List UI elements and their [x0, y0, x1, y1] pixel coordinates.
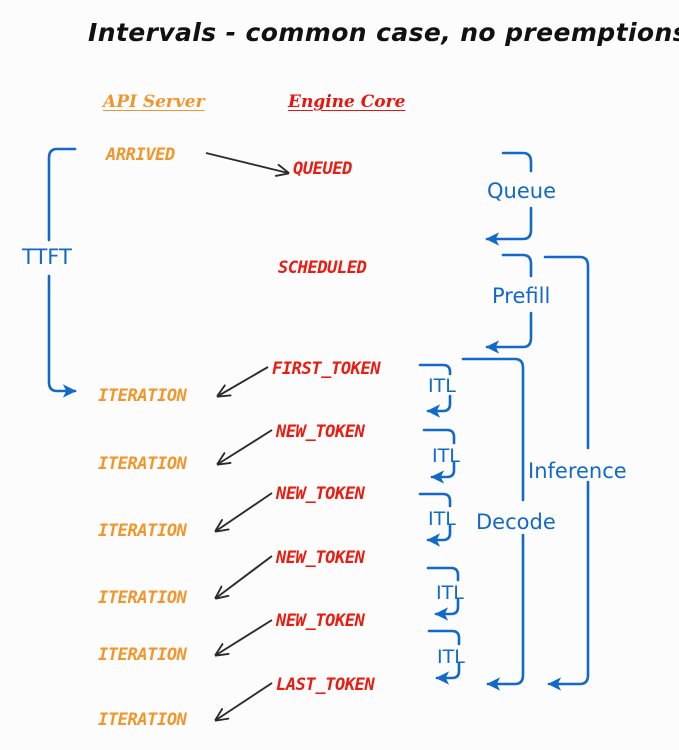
interval-label-itl-1: ITL — [428, 375, 456, 397]
interval-label-itl-5: ITL — [437, 646, 465, 668]
state-new-token-4: NEW_TOKEN — [276, 611, 365, 631]
state-iteration-4: ITERATION — [98, 588, 187, 608]
state-iteration-1: ITERATION — [98, 386, 187, 406]
state-last-token: LAST_TOKEN — [276, 675, 375, 695]
state-iteration-3: ITERATION — [98, 521, 187, 541]
state-new-token-3: NEW_TOKEN — [276, 548, 365, 568]
state-first-token: FIRST_TOKEN — [272, 359, 381, 379]
interval-label-itl-4: ITL — [436, 582, 464, 604]
interval-label-itl-3: ITL — [428, 508, 456, 530]
interval-bracket-decode — [461, 357, 525, 691]
arrow-new-token-2-to-iteration-3 — [216, 492, 273, 531]
state-new-token-2: NEW_TOKEN — [276, 484, 365, 504]
column-header-engine-core: Engine Core — [288, 92, 406, 112]
interval-label-prefill: Prefill — [492, 284, 551, 308]
interval-bracket-itl-3 — [418, 492, 452, 547]
interval-bracket-queue — [485, 151, 533, 246]
interval-label-decode: Decode — [476, 510, 556, 534]
interval-bracket-itl-1 — [418, 363, 452, 418]
state-iteration-5: ITERATION — [98, 645, 187, 665]
interval-bracket-itl-5 — [427, 629, 461, 685]
interval-label-inference: Inference — [528, 459, 627, 483]
interval-bracket-ttft — [47, 147, 77, 398]
interval-bracket-inference — [543, 255, 590, 691]
interval-label-ttft: TTFT — [22, 245, 72, 269]
column-header-api-server: API Server — [103, 92, 205, 112]
interval-bracket-itl-4 — [426, 566, 460, 621]
arrow-last-token-to-iteration-6 — [216, 682, 273, 720]
interval-bracket-itl-2 — [422, 428, 456, 484]
arrow-arrived-to-queued — [205, 152, 288, 173]
interval-label-itl-2: ITL — [432, 445, 460, 467]
state-iteration-2: ITERATION — [98, 454, 187, 474]
state-arrived: ARRIVED — [106, 145, 175, 165]
state-new-token-1: NEW_TOKEN — [276, 422, 365, 442]
state-iteration-6: ITERATION — [98, 710, 187, 730]
arrow-new-token-3-to-iteration-4 — [216, 555, 273, 598]
arrow-first-token-to-iteration-1 — [218, 366, 269, 396]
arrow-new-token-4-to-iteration-5 — [216, 619, 273, 655]
page-title: Intervals - common case, no preemptions — [88, 18, 679, 47]
arrow-new-token-1-to-iteration-2 — [218, 429, 273, 464]
interval-bracket-prefill — [485, 253, 533, 354]
interval-label-queue: Queue — [487, 179, 556, 203]
state-queued: QUEUED — [293, 159, 353, 179]
state-scheduled: SCHEDULED — [278, 258, 367, 278]
